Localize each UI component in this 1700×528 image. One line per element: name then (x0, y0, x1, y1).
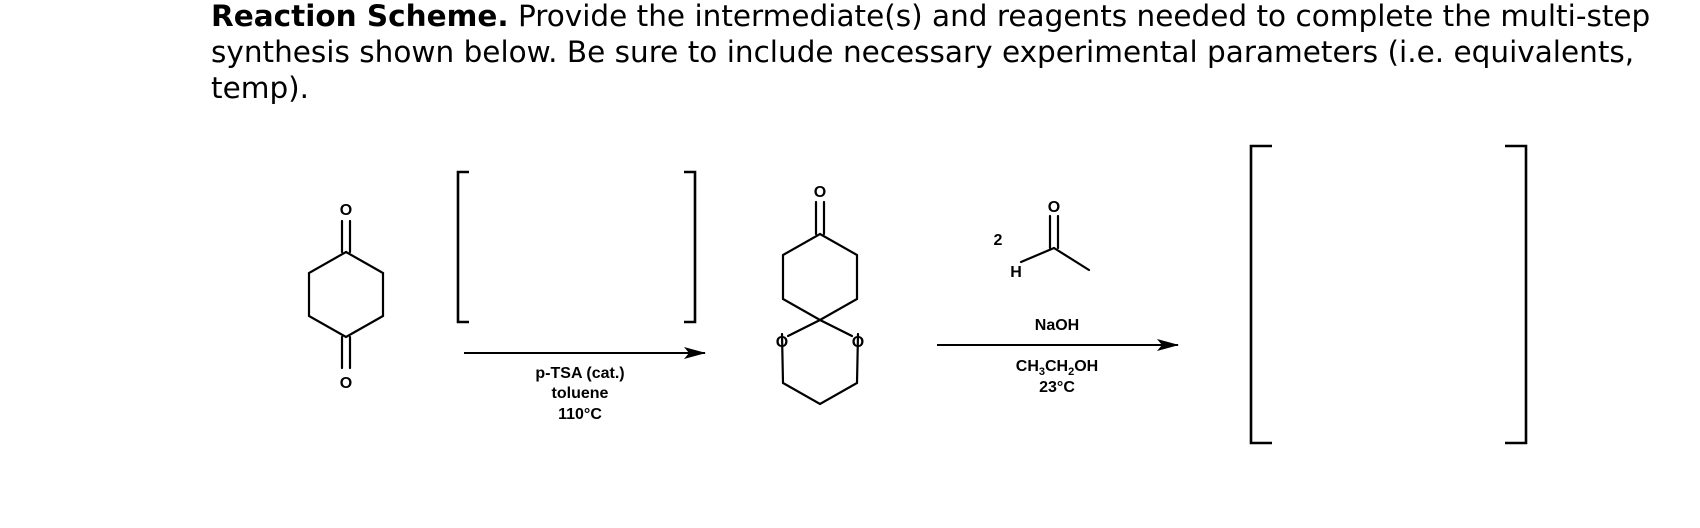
oxygen-label-bottom: O (340, 375, 352, 392)
intermediate-dioxane-ring (780, 332, 860, 406)
intermediate-carbonyl-oxygen-label: O (814, 184, 826, 201)
solvent-oh: OH (1074, 358, 1098, 375)
product-bracket-right (1505, 144, 1528, 445)
intermediate-c-o-bond-left (786, 318, 822, 338)
solvent-ch-1: CH (1016, 358, 1039, 375)
aldehyde-h-c-bond (1019, 246, 1056, 264)
intermediate-ring-oxygen-left-label: O (776, 334, 788, 351)
solvent-subscript-3: 3 (1039, 366, 1045, 378)
step1-solvent: toluene (552, 385, 609, 402)
intermediate-spiroketal: O O O (776, 184, 864, 406)
step2-acetaldehyde-reagent: 2 O H (994, 199, 1091, 281)
starting-material-cyclohexanedione: O O (307, 202, 385, 392)
cyclohexane-ring (307, 250, 385, 339)
bracket-right (684, 170, 697, 324)
aldehyde-hydrogen-label: H (1010, 264, 1022, 281)
aldehyde-oxygen-label: O (1048, 199, 1060, 216)
intermediate-c-o-bond-right (818, 318, 854, 338)
intermediate-ring-oxygen-right-label: O (852, 334, 864, 351)
aldehyde-c-c-bond (1052, 246, 1091, 272)
product-bracket (1249, 144, 1528, 445)
product-bracket-left (1249, 144, 1272, 445)
step1-reagent-bracket (456, 170, 697, 324)
step2-base: NaOH (1035, 317, 1079, 334)
question-lead: Reaction Scheme. (211, 0, 509, 33)
question-body: Provide the intermediate(s) and reagents… (211, 0, 1651, 105)
step2-temperature: 23°C (1039, 379, 1075, 396)
solvent-subscript-2: 2 (1068, 366, 1074, 378)
step1-temperature: 110°C (558, 406, 602, 423)
intermediate-cyclohexanone-ring (781, 232, 859, 322)
bracket-left (456, 170, 469, 324)
step1-conditions: p-TSA (cat.) toluene 110°C (535, 365, 624, 423)
oxygen-label-top: O (340, 202, 352, 219)
solvent-ch-2: CH (1045, 358, 1068, 375)
step2-equivalents: 2 (994, 232, 1003, 249)
step2-solvent: CH3CH2OH (1016, 358, 1098, 378)
question-prompt: Reaction Scheme. Provide the intermediat… (211, 0, 1651, 106)
step1-catalyst: p-TSA (cat.) (535, 365, 624, 382)
